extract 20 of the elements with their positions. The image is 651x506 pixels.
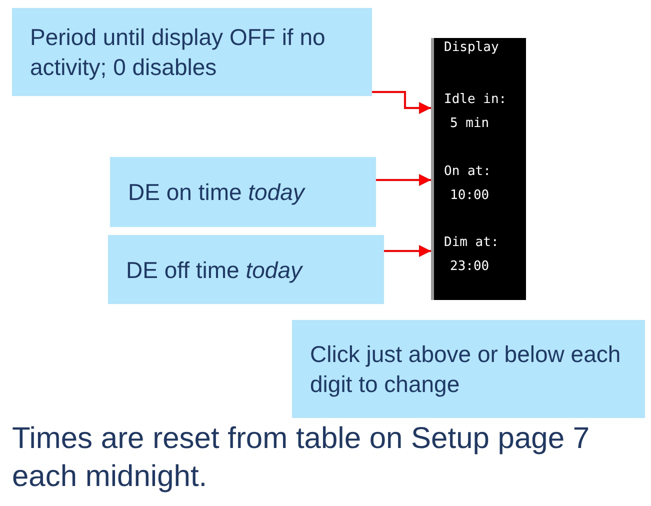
callout-box — [12, 8, 372, 96]
screen-title: Display — [444, 40, 499, 55]
callout-text: Period until display OFF if no activity; 0 disables — [30, 23, 326, 82]
arrow — [376, 174, 431, 186]
setting-label: On at: — [444, 164, 491, 179]
setting-value: 5 min — [450, 116, 490, 131]
setting-value: 23:00 — [450, 259, 490, 274]
display-screen — [431, 38, 526, 300]
setting-value: 10:00 — [450, 188, 490, 203]
callout-text: Click just above or below each digit to change — [310, 340, 622, 399]
arrow — [384, 245, 431, 257]
caption: Times are reset from table on Setup page 7 each midnight. — [12, 421, 591, 495]
setting-label: Dim at: — [444, 235, 499, 250]
callout-box — [110, 157, 376, 227]
arrow — [372, 91, 431, 114]
callout-text: DE off time today — [126, 256, 302, 284]
callout-box — [292, 320, 645, 418]
callout-text: DE on time today — [128, 178, 304, 207]
callout-box — [108, 235, 384, 304]
setting-label: Idle in: — [444, 92, 507, 107]
